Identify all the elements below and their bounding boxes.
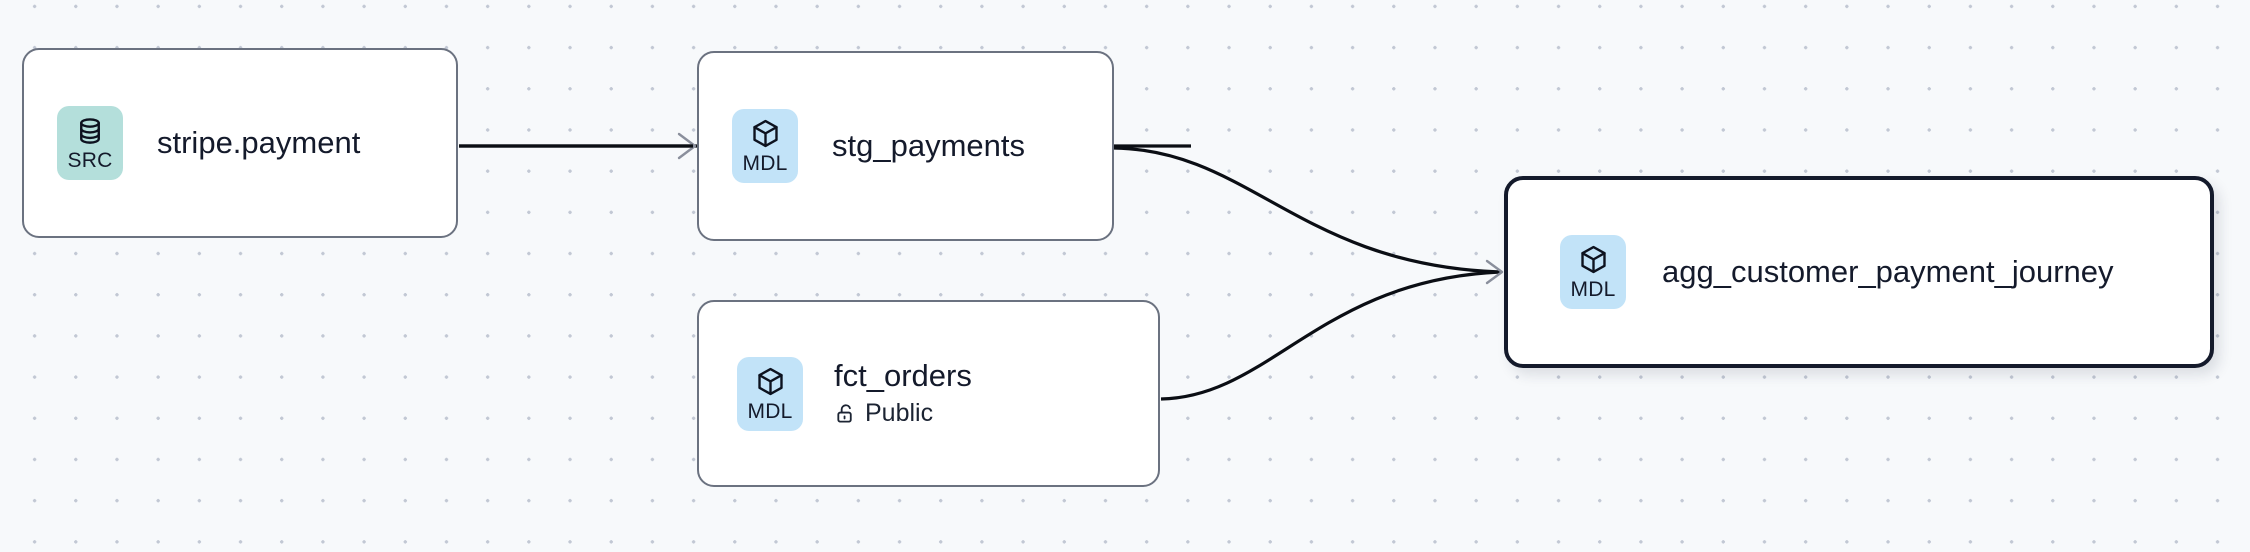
arrowhead-agg-customer [1485,259,1504,285]
badge-source: SRC [57,106,123,180]
node-body: stripe.payment [157,124,361,161]
cube-icon [752,119,778,148]
badge-model: MDL [732,109,798,183]
node-body: stg_payments [832,127,1025,164]
node-stripe-payment[interactable]: SRC stripe.payment [22,48,458,238]
node-agg-customer-payment-journey[interactable]: MDL agg_customer_payment_journey [1504,176,2214,368]
node-stg-payments[interactable]: MDL stg_payments [697,51,1114,241]
badge-model-label: MDL [747,399,793,423]
badge-model-label: MDL [742,152,788,175]
node-body: fct_orders Public [834,357,972,429]
cube-icon [1580,245,1606,274]
unlock-icon [837,404,852,423]
database-icon [80,117,100,144]
edge-stg-payments-to-agg [1113,146,1501,274]
node-title: stg_payments [832,127,1025,163]
node-title: stripe.payment [157,124,361,160]
badge-model-label: MDL [1570,278,1616,301]
node-title: agg_customer_payment_journey [1662,253,2114,289]
arrowhead-stg-payments [677,132,697,160]
node-body: agg_customer_payment_journey [1662,253,2114,290]
badge-model: MDL [1560,235,1626,309]
node-visibility: Public [834,399,972,428]
badge-model: MDL [737,356,803,431]
node-fct-orders[interactable]: MDL fct_orders Public [697,300,1160,487]
node-visibility-label: Public [865,399,934,428]
badge-source-label: SRC [67,148,113,172]
node-title: fct_orders [834,357,972,393]
edge-fct-orders-to-agg [1160,270,1501,401]
cube-icon [757,367,783,395]
